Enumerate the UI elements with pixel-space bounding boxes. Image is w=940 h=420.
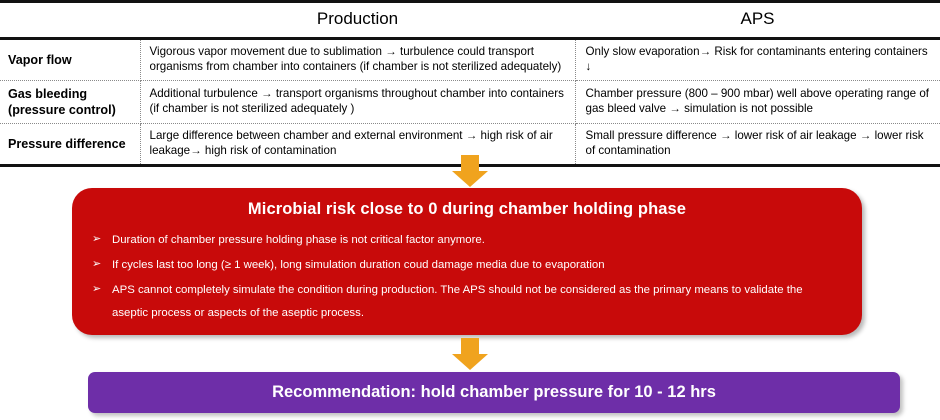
row-label-line1: Pressure difference	[8, 136, 126, 151]
bullet-arrow-icon: ➢	[92, 233, 102, 245]
table-body: Vapor flow Vigorous vapor movement due t…	[0, 38, 940, 167]
down-arrow-icon	[452, 338, 488, 370]
row-label-line1: Vapor flow	[8, 52, 72, 67]
table-row: Pressure difference Large difference bet…	[0, 123, 940, 167]
list-item: ➢ APS cannot completely simulate the con…	[88, 279, 846, 323]
row-label-vapor-flow: Vapor flow	[0, 38, 141, 81]
down-arrow-icon	[452, 155, 488, 187]
cell-production-vapor-flow: Vigorous vapor movement due to sublimati…	[140, 38, 576, 81]
bullet-arrow-icon: ➢	[92, 283, 102, 296]
cell-aps-pressure-difference: Small pressure difference → lower risk o…	[575, 123, 940, 167]
row-label-line2: (pressure control)	[8, 102, 116, 117]
bullet-text-line2: aseptic process or aspects of the asepti…	[112, 306, 364, 319]
row-label-pressure-difference: Pressure difference	[0, 123, 141, 167]
list-item: ➢ Duration of chamber pressure holding p…	[88, 229, 846, 251]
comparison-table: Production APS Vapor flow Vigorous vapor…	[0, 0, 940, 167]
table-row: Vapor flow Vigorous vapor movement due t…	[0, 38, 940, 81]
microbial-risk-callout: Microbial risk close to 0 during chamber…	[72, 188, 862, 335]
bullet-text-line1: APS cannot completely simulate the condi…	[112, 284, 803, 297]
table-header: Production APS	[0, 0, 940, 40]
recommendation-text: Recommendation: hold chamber pressure fo…	[272, 383, 716, 401]
bullet-text: Duration of chamber pressure holding pha…	[112, 234, 485, 246]
bullet-text: APS cannot completely simulate the condi…	[112, 279, 846, 323]
list-item: ➢ If cycles last too long (≥ 1 week), lo…	[88, 254, 846, 276]
cell-aps-gas-bleeding: Chamber pressure (800 – 900 mbar) well a…	[575, 80, 940, 124]
column-header-aps: APS	[575, 0, 940, 40]
column-header-production: Production	[140, 0, 575, 40]
column-header-blank	[0, 0, 140, 40]
table-header-row: Production APS	[0, 0, 940, 40]
risk-box-title: Microbial risk close to 0 during chamber…	[247, 200, 687, 218]
arrow-shaft	[461, 338, 479, 355]
risk-bullet-list: ➢ Duration of chamber pressure holding p…	[88, 229, 846, 324]
row-label-gas-bleeding: Gas bleeding (pressure control)	[0, 80, 141, 124]
recommendation-callout: Recommendation: hold chamber pressure fo…	[88, 372, 900, 413]
bullet-text: If cycles last too long (≥ 1 week), long…	[112, 259, 605, 272]
bullet-arrow-icon: ➢	[92, 258, 102, 271]
production-vs-aps-table: Production APS Vapor flow Vigorous vapor…	[0, 0, 940, 167]
table-row: Gas bleeding (pressure control) Addition…	[0, 80, 940, 124]
cell-aps-vapor-flow: Only slow evaporation→ Risk for contamin…	[575, 38, 940, 81]
arrow-shaft	[461, 155, 479, 172]
row-label-line1: Gas bleeding	[8, 86, 88, 101]
cell-production-gas-bleeding: Additional turbulence → transport organi…	[140, 80, 576, 124]
cell-production-pressure-difference: Large difference between chamber and ext…	[140, 123, 576, 167]
arrow-head	[452, 354, 488, 370]
arrow-head	[452, 171, 488, 187]
